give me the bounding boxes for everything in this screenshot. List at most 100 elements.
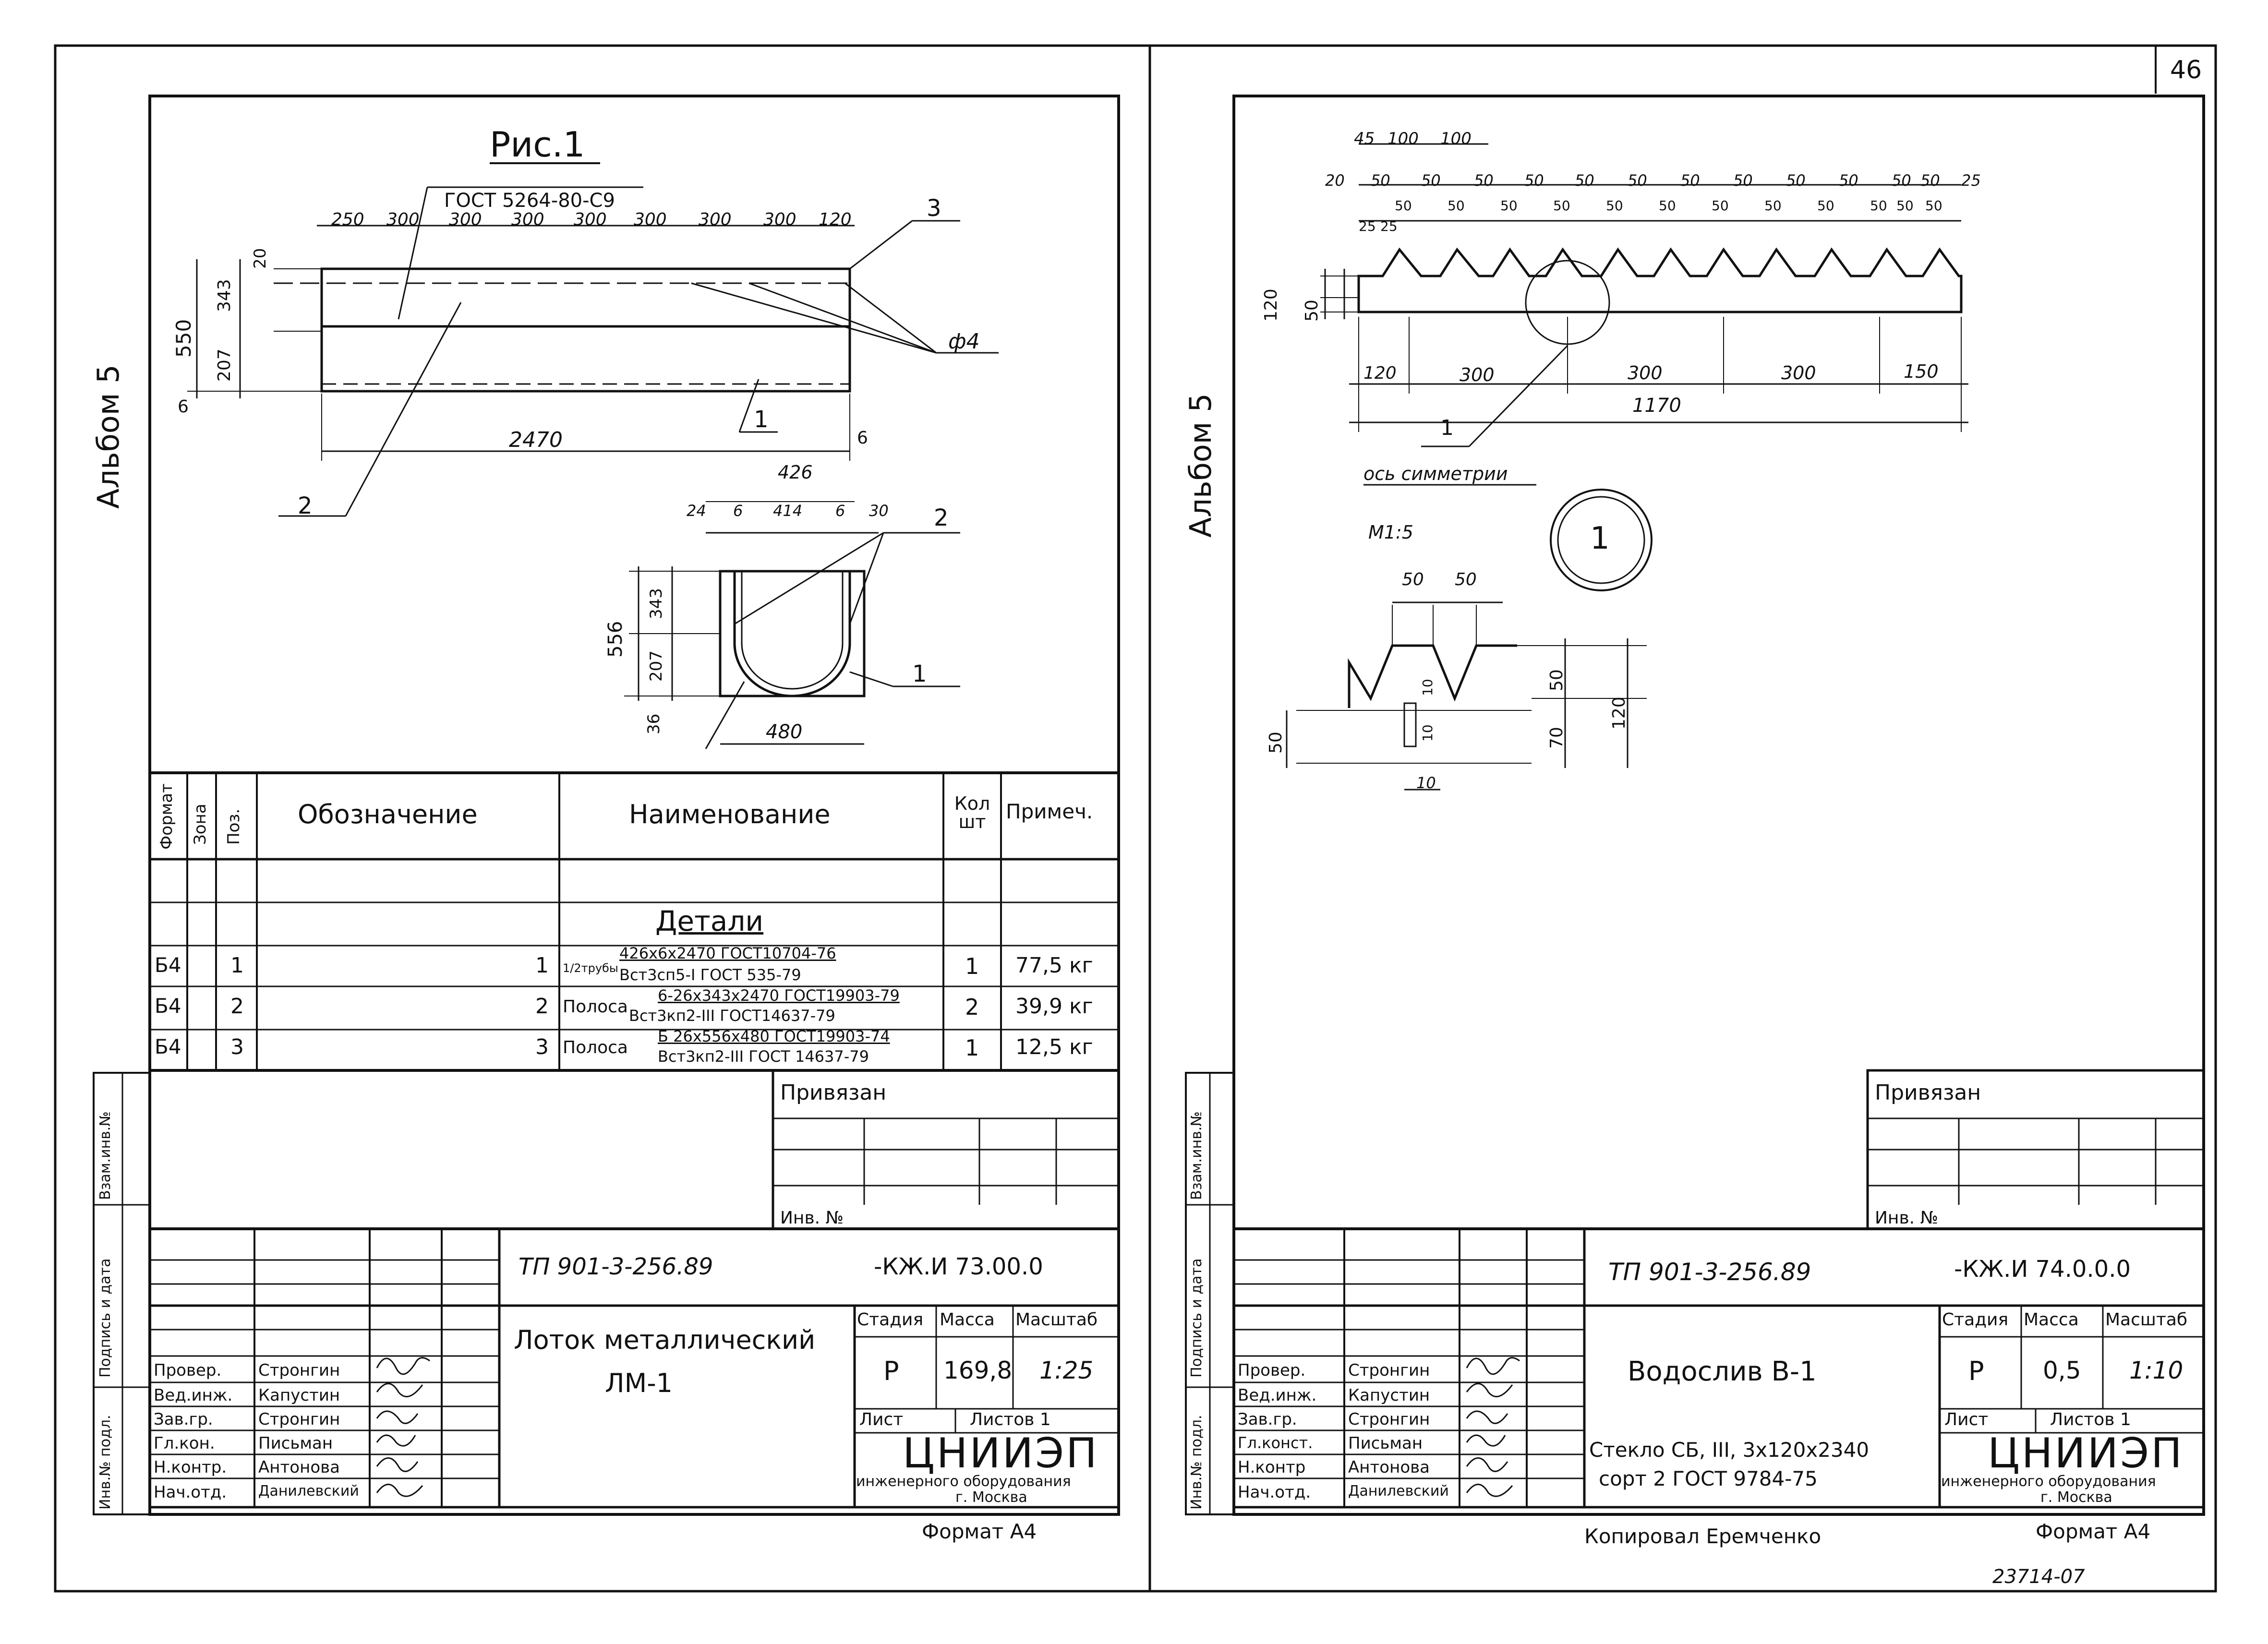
cell-name: Полоса [563,997,628,1017]
dim-text: 50 [1606,198,1623,214]
left-doc-mark: -КЖ.И 73.00.0 [874,1253,1043,1280]
left-mass-header: Масса [940,1310,995,1330]
cell-spec-line1: 426х6х2470 ГОСТ10704-76 [619,944,836,962]
left-stage-header: Стадия [857,1310,924,1330]
left-side-label-inv: Инв.№ подл. [97,1415,114,1510]
col-zone: Зона [191,804,210,845]
left-inv-no: Инв. № [780,1208,844,1228]
cell-qty: 1 [965,953,979,979]
cell-spec-line2: Вст3кп2-III ГОСТ 14637-79 [658,1047,869,1066]
person-name: Стронгин [258,1410,340,1429]
dim-414: 414 [773,502,803,520]
right-scale-header: Масштаб [2105,1310,2188,1330]
dim-text: 300 [763,210,796,229]
right-detail-mark: 1 [1590,521,1610,556]
right-glass-plate [1320,143,1968,591]
role: Нач.отд. [154,1483,227,1502]
left-org-sub1: инженерного оборудования [856,1473,1071,1490]
right-frame [1232,95,2205,1516]
dim-text: 50 [1395,198,1412,214]
cell-format: Б4 [155,1035,181,1058]
dim-text: 50 [1712,198,1729,214]
dim-6b: 6 [835,502,845,520]
page-number: 46 [2170,56,2202,84]
cell-designation: 2 [535,994,549,1019]
cell-format: Б4 [155,994,181,1018]
right-inv-no: Инв. № [1875,1208,1939,1228]
dim-text: 120 [1609,696,1629,730]
person-name: Капустин [1348,1386,1430,1405]
left-album-label: Альбом 5 [91,364,126,509]
right-album-label: Альбом 5 [1183,393,1218,538]
dim-text: 50 [1547,669,1567,691]
dim-text: 300 [1628,362,1663,384]
dim-30: 30 [869,502,889,520]
right-doc-mark: -КЖ.И 74.0.0.0 [1954,1256,2131,1283]
right-side-label-vzam: Взам.инв.№ [1188,1111,1205,1200]
right-mass: 0,5 [2043,1356,2081,1384]
col-pos: Поз. [224,808,243,845]
dim-text: 45 [1354,129,1375,148]
left-signatures [376,1357,430,1497]
cell-note: 39,9 кг [1015,994,1093,1019]
callout-2-elev: 2 [298,492,313,519]
left-figure-title: Рис.1 [490,124,585,165]
right-doc-code: ТП 901-3-256.89 [1608,1258,1811,1286]
right-stage: Р [1968,1356,1984,1386]
right-dim-50: 50 [1302,300,1322,322]
right-org-sub2: г. Москва [2040,1489,2112,1506]
role: Провер. [154,1361,222,1380]
dim-text: 120 [819,210,852,229]
right-detail-scale: М1:5 [1368,522,1413,543]
dim-6-left: 6 [178,397,189,417]
right-material-line1: Стекло СБ, III, 3х120х2340 [1589,1438,1870,1462]
sheet-id: 23714-07 [1992,1566,2085,1588]
right-sheets-header: Листов 1 [2050,1410,2131,1429]
right-outer-border [1148,44,2217,1593]
dim-text: 20 [1325,171,1345,190]
right-detail-1 [1286,601,1647,791]
right-org-logo: ЦНИИЭП [1988,1429,2184,1477]
right-title-block-lines [1234,1069,2205,1509]
right-side-label-inv: Инв.№ подл. [1188,1415,1205,1510]
role: Вед.инж. [1238,1386,1317,1405]
dim-207-sec: 207 [647,650,666,682]
dim-text: 50 [1925,198,1942,214]
right-dim-120: 120 [1261,288,1281,322]
role: Зав.гр. [1238,1410,1297,1429]
col-format: Формат [157,783,176,850]
cell-spec-line2: Вст3кп2-III ГОСТ14637-79 [629,1007,835,1025]
callout-1-sec: 1 [912,660,927,687]
dim-text: 300 [634,210,667,229]
right-sheet-header: Лист [1944,1410,1989,1429]
dim-text: 50 [1839,171,1858,190]
left-gost-note: ГОСТ 5264-80-С9 [444,190,615,212]
callout-3: 3 [927,195,941,222]
dim-text: 100 [1440,129,1472,148]
left-product-code: ЛМ-1 [605,1368,673,1398]
dim-text: 50 [1455,570,1477,589]
left-product-name: Лоток металлический [514,1325,816,1355]
role: Гл.конст. [1238,1434,1313,1452]
left-mass: 169,8 [943,1356,1013,1384]
right-privyazan: Привязан [1875,1080,1981,1105]
dim-20: 20 [251,248,270,269]
right-signatures [1466,1357,1520,1497]
left-stage: Р [883,1356,899,1386]
right-format-label: Формат А4 [2036,1520,2151,1543]
dim-text: 120 [1363,363,1397,383]
role: Зав.гр. [154,1410,213,1429]
dim-6a: 6 [733,502,743,520]
person-name: Письман [1348,1434,1423,1453]
dim-text: 50 [1764,198,1782,214]
cell-designation: 1 [535,953,549,978]
left-elevation [187,162,999,517]
right-callout-1: 1 [1440,416,1454,440]
dim-text: 25 [1359,218,1376,234]
cell-name: 1/2трубы [563,961,618,975]
person-name: Антонова [258,1458,340,1477]
right-org-sub1: инженерного оборудования [1941,1473,2156,1490]
dim-text: 10 [1420,679,1436,696]
dim-text: 50 [1266,732,1286,754]
